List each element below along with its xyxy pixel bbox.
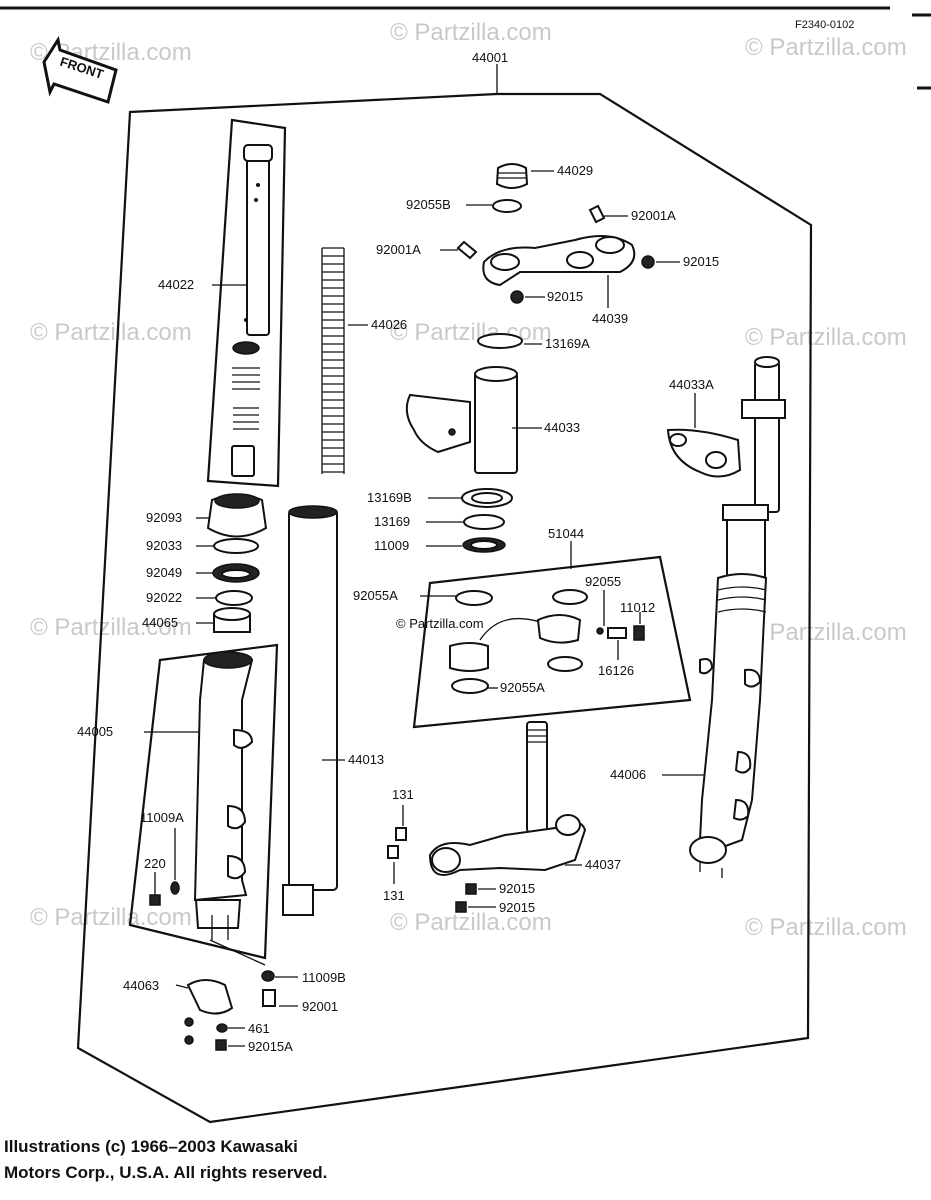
copyright-line-2: Motors Corp., U.S.A. All rights reserved… [4, 1163, 328, 1182]
watermark: © Partzilla.com [745, 34, 907, 61]
label-16126: 16126 [598, 663, 634, 678]
label-51044: 51044 [548, 526, 584, 541]
label-44065: 44065 [142, 615, 178, 630]
label-220: 220 [144, 856, 166, 871]
subassembly-box-51044 [412, 555, 692, 729]
label-44006: 44006 [610, 767, 646, 782]
copyright-line-1: Illustrations (c) 1966–2003 Kawasaki [4, 1137, 298, 1156]
copyright-notice: Illustrations (c) 1966–2003 Kawasaki Mot… [4, 1134, 327, 1186]
watermark: © Partzilla.com [30, 904, 192, 931]
subassembly-box-44022 [206, 118, 287, 488]
watermark: © Partzilla.com [30, 614, 192, 641]
label-44005: 44005 [77, 724, 113, 739]
diagram-code: F2340-0102 [795, 19, 854, 31]
label-92001A-left: 92001A [376, 242, 421, 257]
assembly-outline [76, 92, 813, 1124]
label-11009A: 11009A [140, 810, 184, 825]
watermark: © Partzilla.com [390, 909, 552, 936]
label-461: 461 [248, 1021, 270, 1036]
label-92093: 92093 [146, 510, 182, 525]
label-13169: 13169 [374, 514, 410, 529]
inner-tube [288, 509, 338, 891]
fork-spring [321, 247, 345, 474]
label-92015-mid: 92015 [547, 289, 583, 304]
label-44033A: 44033A [669, 377, 714, 392]
watermarks: © Partzilla.com © Partzilla.com © Partzi… [30, 19, 907, 941]
watermark: © Partzilla.com [745, 914, 907, 941]
watermark: © Partzilla.com [390, 19, 552, 46]
label-92015-bottom-1: 92015 [499, 881, 535, 896]
label-44037: 44037 [585, 857, 621, 872]
label-131-top: 131 [392, 787, 414, 802]
center-watermark: © Partzilla.com [396, 616, 484, 631]
clamp-44063 [186, 979, 234, 1015]
label-92001A-right: 92001A [631, 208, 676, 223]
watermark: © Partzilla.com [745, 324, 907, 351]
label-92055A-top: 92055A [353, 588, 398, 603]
label-44013: 44013 [348, 752, 384, 767]
fork-cap [495, 163, 529, 189]
label-44039: 44039 [592, 311, 628, 326]
label-92015-bottom-2: 92015 [499, 900, 535, 915]
label-13169A: 13169A [545, 336, 590, 351]
watermark: © Partzilla.com [390, 319, 552, 346]
label-44033: 44033 [544, 420, 580, 435]
label-92015-right: 92015 [683, 254, 719, 269]
seal-stack [206, 493, 268, 633]
label-92022: 92022 [146, 590, 182, 605]
watermark: © Partzilla.com [745, 619, 907, 646]
label-13169B: 13169B [367, 490, 412, 505]
label-131-bottom: 131 [383, 888, 405, 903]
steering-stem [526, 721, 548, 833]
label-44029: 44029 [557, 163, 593, 178]
label-92049: 92049 [146, 565, 182, 580]
label-92001: 92001 [302, 999, 338, 1014]
label-92055: 92055 [585, 574, 621, 589]
right-fork-assembly [666, 356, 786, 878]
label-44001: 44001 [472, 50, 508, 65]
label-44063: 44063 [123, 978, 159, 993]
watermark: © Partzilla.com [30, 319, 192, 346]
label-11009B: 11009B [302, 970, 346, 985]
label-92033: 92033 [146, 538, 182, 553]
bracket-44033 [405, 393, 471, 454]
front-arrow-icon: FRONT [42, 36, 118, 104]
label-11009: 11009 [374, 538, 409, 553]
label-92055B: 92055B [406, 197, 451, 212]
subassembly-box-44005 [128, 643, 279, 960]
label-44022: 44022 [158, 277, 194, 292]
label-11012: 11012 [620, 600, 655, 615]
label-92015A: 92015A [248, 1039, 293, 1054]
label-44026: 44026 [371, 317, 407, 332]
label-92055A-bottom: 92055A [500, 680, 545, 695]
